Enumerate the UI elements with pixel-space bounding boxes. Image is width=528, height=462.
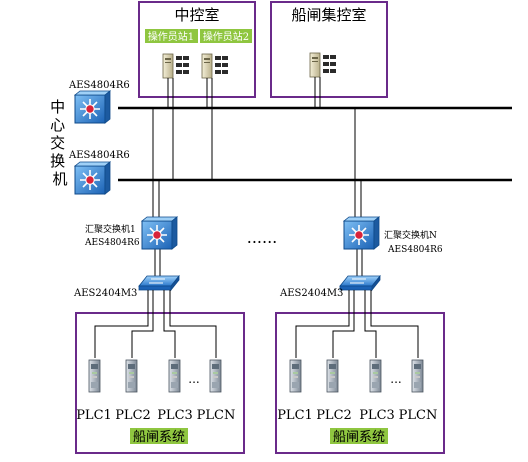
plc-group: ... PLC1 PLC2 PLC3 PLCN: [76, 359, 236, 423]
aggregation-switch-n-label: 汇聚交换机N: [384, 229, 437, 241]
operator-station-2-label: 操作员站2: [203, 30, 249, 43]
operator-station-1[interactable]: 操作员站1: [145, 29, 198, 79]
core-switch-label-char-1: 中: [50, 98, 65, 116]
aggregation-switch-n-model: AES4804R6: [387, 245, 443, 255]
core-switch-2-model: AES4804R6: [68, 150, 130, 161]
operator-station-1-label-bg: [145, 29, 198, 43]
switch-icon: [343, 216, 380, 250]
plc-icon: [411, 359, 424, 393]
subsystem-1-label: 船闸系统: [133, 430, 185, 445]
access-switch-1[interactable]: AES2404M3: [73, 275, 180, 299]
switch-icon: [339, 275, 381, 291]
switch-icon: [74, 90, 111, 124]
plc-label: PLC3: [157, 408, 193, 423]
ellipsis: ......: [247, 228, 278, 247]
plc-label: PLC2: [316, 408, 352, 423]
workstation-icon: [162, 53, 190, 79]
shipyard-control-room-frame: [270, 1, 388, 98]
core-switch-group: 中 心 交 换 机 AES4804R6 AES4804R6: [50, 80, 130, 195]
core-switch-label-char-5: 机: [52, 170, 67, 188]
plc-dots: ...: [390, 372, 401, 386]
plc-icon: [369, 359, 382, 393]
access-switch-1-model: AES2404M3: [73, 288, 137, 299]
switch-icon: [138, 275, 180, 291]
backbone-lines: [118, 77, 512, 276]
plc-icon: [168, 359, 181, 393]
plc-links: [94, 290, 217, 358]
plc-label: PLC1: [76, 408, 112, 423]
access-switch-n-model: AES2404M3: [279, 288, 343, 299]
subsystem-1-frame: [75, 312, 245, 454]
core-switch-label-char-2: 心: [50, 116, 65, 134]
aggregation-switch-1-label: 汇聚交换机1: [85, 223, 136, 235]
aggregation-switch-1-model: AES4804R6: [84, 238, 140, 248]
aggregation-switch-1[interactable]: 汇聚交换机1 AES4804R6: [84, 216, 178, 250]
core-switch-2[interactable]: AES4804R6: [68, 150, 130, 195]
plc-icon: [326, 359, 339, 393]
shipyard-control-room: 船闸集控室: [270, 1, 388, 98]
subsystem-n-frame: [275, 312, 445, 454]
central-control-room-title: 中控室: [174, 6, 219, 24]
plc-group: ... PLC1 PLC2 PLC3 PLCN: [277, 359, 438, 423]
plc-label: PLC1: [277, 408, 313, 423]
switch-icon: [74, 161, 111, 195]
core-switch-label-char-4: 换: [50, 152, 65, 170]
operator-station-2-label-bg: [200, 29, 252, 43]
aggregation-switch-n[interactable]: 汇聚交换机N AES4804R6: [343, 216, 443, 255]
plc-icon: [289, 359, 302, 393]
central-control-room-frame: [138, 1, 256, 98]
operator-station-2[interactable]: 操作员站2: [200, 29, 252, 79]
subsystem-n-label-bg: [330, 428, 388, 444]
plc-label: PLC3: [359, 408, 395, 423]
subsystem-1-label-bg: [130, 428, 188, 444]
access-switch-n[interactable]: AES2404M3: [279, 275, 381, 299]
subsystem-n-label: 船闸系统: [333, 430, 385, 445]
plc-icon: [88, 359, 101, 393]
operator-station-1-label: 操作员站1: [148, 30, 194, 43]
core-switch-1-model: AES4804R6: [68, 80, 130, 91]
core-switch-label: 中 心 交 换 机: [50, 98, 70, 188]
plc-links: [295, 290, 419, 358]
central-control-room: 中控室 操作员站1 操作员站2: [138, 1, 256, 98]
subsystem-n: 汇聚交换机N AES4804R6 AES2404M3 ... PLC1 PLC2…: [275, 216, 445, 454]
shipyard-control-room-title: 船闸集控室: [291, 6, 366, 24]
subsystem-1: 汇聚交换机1 AES4804R6 AES2404M3 ... PLC1 PLC2…: [73, 216, 245, 454]
plc-icon: [125, 359, 138, 393]
workstation-icon: [201, 53, 229, 79]
plc-icon: [209, 359, 222, 393]
plc-label: PLCN: [399, 408, 438, 423]
plc-dots: ...: [188, 372, 199, 386]
core-switch-label-char-3: 交: [50, 134, 65, 152]
workstation-icon: [309, 52, 337, 78]
plc-label: PLC2: [115, 408, 151, 423]
plc-label: PLCN: [197, 408, 236, 423]
core-switch-1[interactable]: AES4804R6: [68, 80, 130, 124]
switch-icon: [141, 216, 178, 250]
